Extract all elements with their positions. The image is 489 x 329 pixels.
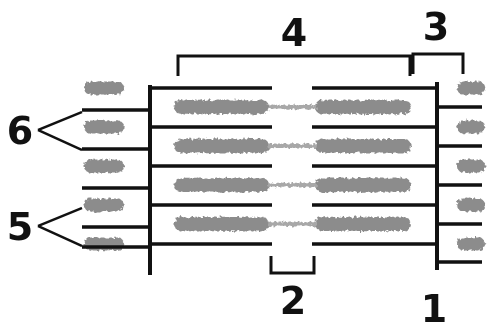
myosin-filament: [457, 159, 485, 173]
myosin-filament: [315, 178, 411, 192]
label-1: 1: [421, 287, 447, 329]
brackets: [176, 52, 465, 275]
myosin-filament: [174, 217, 269, 231]
myosin-filament: [457, 120, 485, 134]
myosin-bare-zone: [268, 222, 317, 226]
myosin-filament: [457, 237, 485, 251]
myosin-filament: [174, 139, 269, 153]
bracket-2: [269, 256, 316, 275]
leader-6-lower: [37, 128, 83, 152]
myosin-filament: [84, 120, 124, 134]
z-lines: [148, 82, 439, 275]
bracket-3: [411, 52, 465, 74]
myosin-filament: [457, 198, 485, 212]
myosin-bare-zone: [268, 105, 317, 109]
label-6: 6: [7, 109, 33, 153]
label-2: 2: [280, 279, 306, 323]
leader-5-lower: [37, 224, 83, 248]
myosin-bare-zone: [268, 144, 317, 148]
myosin-filament: [315, 100, 411, 114]
myosin-filament: [315, 139, 411, 153]
myosin-filament: [84, 198, 124, 212]
label-3: 3: [423, 5, 449, 49]
myosin-filament: [84, 81, 124, 95]
myosin-filament: [84, 159, 124, 173]
label-4: 4: [281, 11, 307, 55]
label-5: 5: [7, 205, 33, 249]
myosin-filament: [457, 81, 485, 95]
leader-5-upper: [37, 206, 83, 228]
myosin-filament: [174, 100, 269, 114]
bracket-4: [176, 54, 412, 76]
myosin-filament: [174, 178, 269, 192]
leader-6-upper: [37, 110, 83, 132]
myosin-bare-zone: [268, 183, 317, 187]
leader-lines: [37, 110, 83, 248]
myosin-filament: [315, 217, 411, 231]
actin-filaments: [82, 86, 482, 264]
